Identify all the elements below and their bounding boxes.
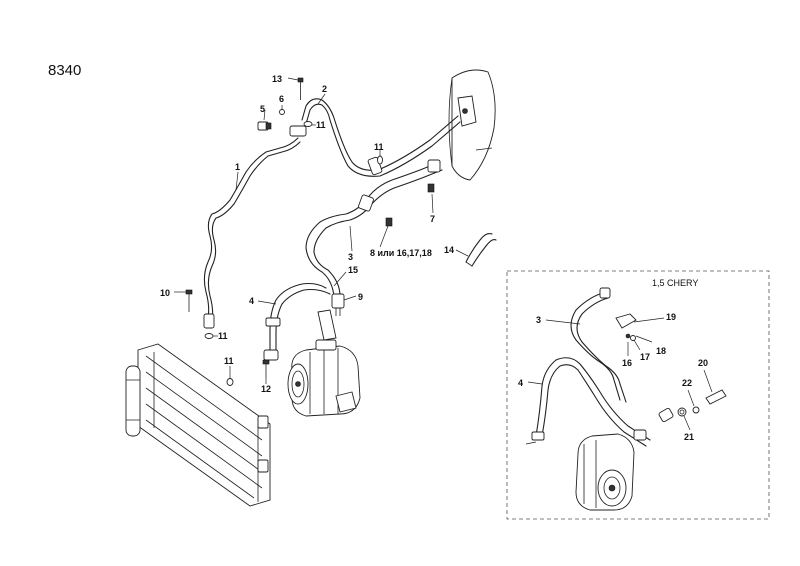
fitting-9 — [331, 293, 345, 316]
inset-callout-21: 21 — [684, 432, 694, 442]
callout-7: 7 — [430, 214, 435, 224]
bracket-15 — [317, 309, 337, 341]
inset-callout-18: 18 — [656, 346, 666, 356]
callout-11-left: 11 — [218, 331, 228, 341]
callout-15: 15 — [348, 265, 358, 275]
callout-10: 10 — [160, 288, 170, 298]
callout-5: 5 — [260, 104, 265, 114]
o-ring-11-left — [204, 333, 214, 339]
callout-1: 1 — [235, 162, 240, 172]
condenser — [125, 343, 271, 507]
inset-callout-22: 22 — [682, 378, 692, 388]
callout-11-low: 11 — [224, 356, 234, 366]
compressor — [287, 339, 361, 417]
callout-4: 4 — [249, 296, 254, 306]
callout-2: 2 — [322, 84, 327, 94]
diagram-number: 8340 — [48, 62, 81, 79]
o-ring-11-low — [226, 378, 234, 386]
leader-lines — [174, 77, 469, 384]
inset-callout-3: 3 — [536, 315, 541, 325]
inset-panel: 1,5 CHERY — [506, 270, 770, 520]
hose-4 — [263, 282, 331, 361]
o-ring-11-mid — [377, 155, 383, 165]
hose-1 — [203, 125, 307, 329]
callouts-main: 1 2 3 4 5 6 7 8 или 16,17,18 9 10 11 11 … — [160, 74, 454, 394]
inset-title: 1,5 CHERY — [652, 278, 698, 288]
o-ring-11-top — [303, 121, 313, 127]
callout-12: 12 — [261, 384, 271, 394]
bolt-7 — [427, 183, 435, 193]
callout-11-mid: 11 — [374, 142, 384, 152]
bolt-13 — [297, 77, 304, 100]
callout-9: 9 — [358, 292, 363, 302]
inset-callout-20: 20 — [698, 358, 708, 368]
callout-13: 13 — [272, 74, 282, 84]
washer-6 — [279, 109, 285, 115]
hose-3 — [305, 159, 443, 297]
inset-callout-4: 4 — [518, 378, 523, 388]
inset-callout-17: 17 — [640, 352, 650, 362]
bolt-10 — [185, 289, 193, 312]
hose-14 — [465, 233, 497, 267]
callout-6: 6 — [279, 94, 284, 104]
firewall-bracket — [448, 69, 496, 181]
callout-14: 14 — [444, 245, 454, 255]
callout-11-top: 11 — [316, 120, 326, 130]
inset-callout-16: 16 — [622, 358, 632, 368]
callout-3: 3 — [348, 252, 353, 262]
inset-callout-19: 19 — [666, 312, 676, 322]
callout-8: 8 или 16,17,18 — [370, 248, 432, 258]
bolt-12 — [262, 359, 270, 378]
bolt-8 — [385, 217, 393, 227]
fitting-5 — [257, 121, 272, 131]
